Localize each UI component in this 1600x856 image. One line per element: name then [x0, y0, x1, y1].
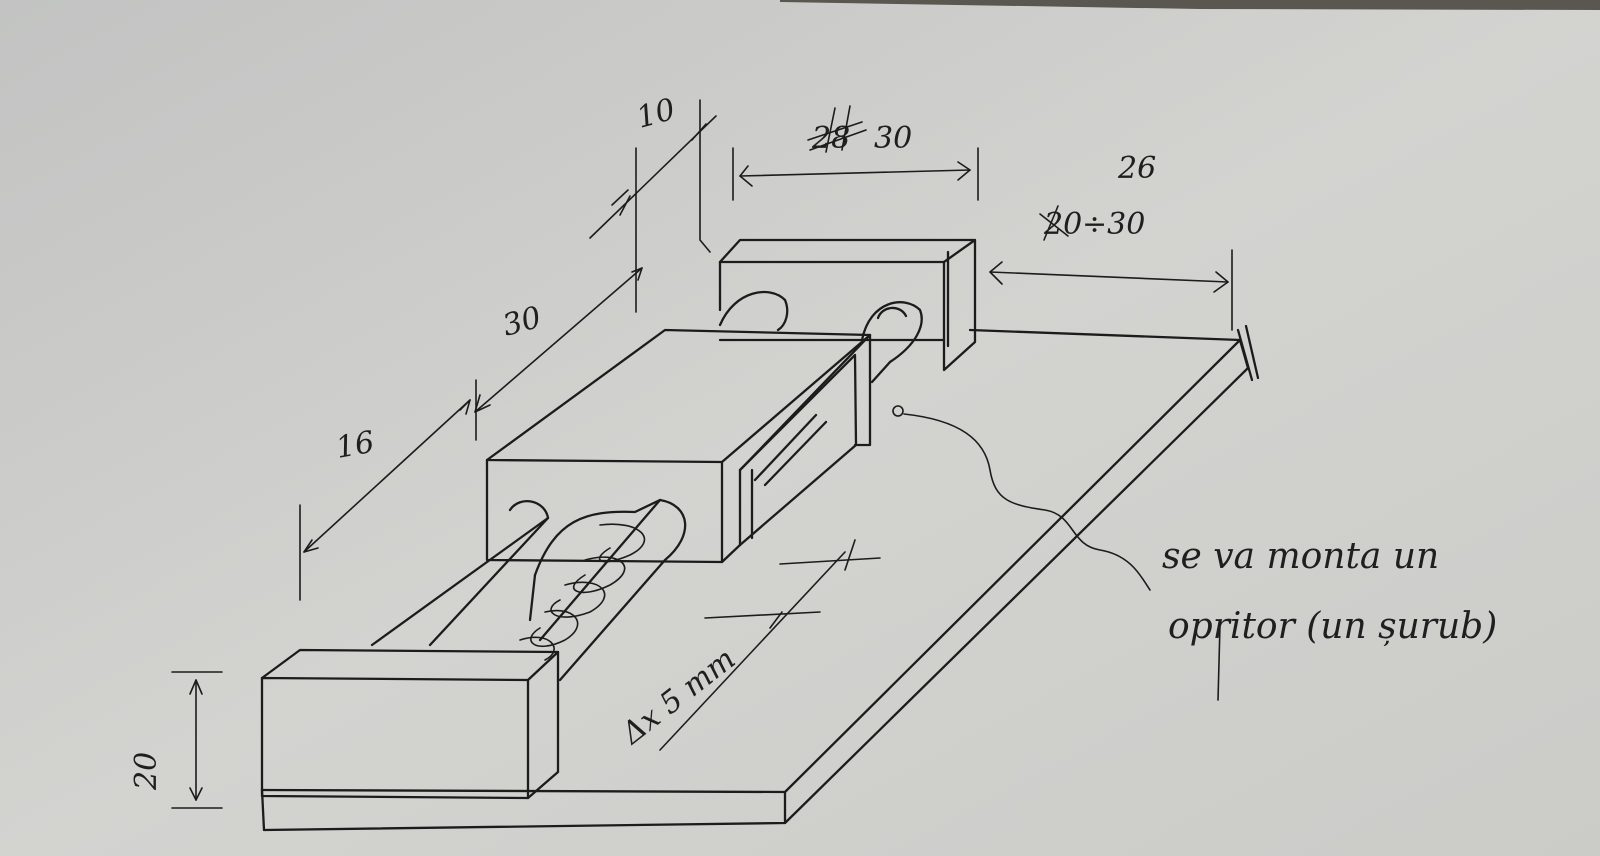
paper-top-edge	[780, 0, 1600, 10]
dim-label-30-top: 30	[874, 121, 912, 156]
strike-28	[807, 105, 867, 153]
dim-label-20-height: 20	[129, 752, 164, 791]
spring-coil	[519, 523, 646, 661]
guide-rods-back	[718, 291, 923, 487]
stopper-leader	[892, 405, 1221, 701]
dim-20-lines	[171, 671, 223, 809]
dim-label-26: 26	[1117, 151, 1156, 186]
dim-30-length-lines	[474, 267, 643, 413]
note-line-1: se va monta un	[1162, 536, 1439, 577]
dim-10-lines	[589, 99, 717, 313]
dim-label-20-struck: 20	[1043, 207, 1082, 242]
base-plate	[260, 324, 1260, 832]
dim-label-16: 16	[333, 425, 377, 466]
middle-carriage	[485, 328, 872, 564]
note-line-2: opritor (un șurub)	[1168, 606, 1497, 647]
dim-delta-lines	[659, 539, 881, 751]
back-block	[718, 238, 977, 372]
dim-30-lines	[732, 147, 979, 201]
dim-26-lines	[989, 249, 1233, 331]
dim-label-range-30: ÷30	[1082, 207, 1145, 242]
dim-16-lines	[299, 379, 477, 601]
strike-20	[1039, 205, 1069, 241]
front-block	[260, 648, 560, 800]
